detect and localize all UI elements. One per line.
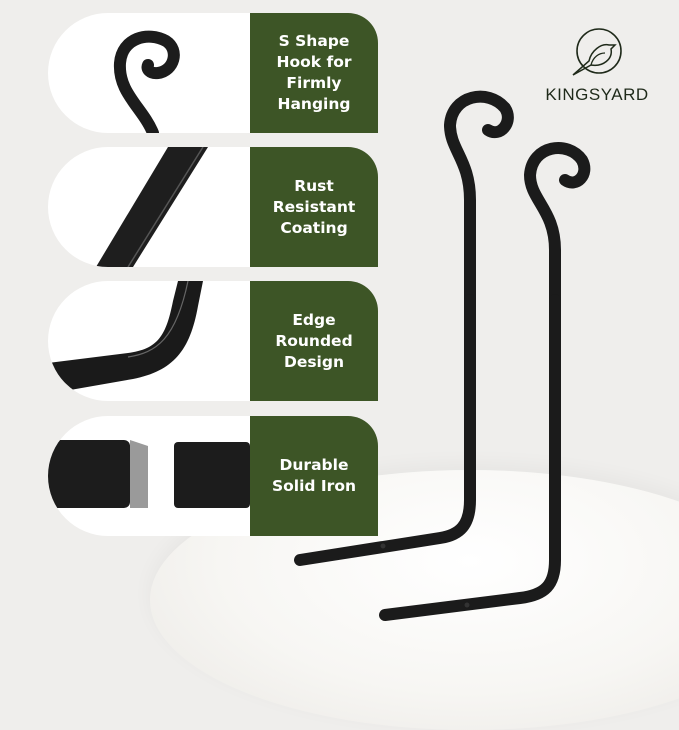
feature-text: S Shape Hook for Firmly Hanging xyxy=(276,32,352,113)
feature-text: Edge Rounded Design xyxy=(275,310,353,371)
feature-text: Rust Resistant Coating xyxy=(272,176,356,237)
feature-card-s-shape: S Shape Hook for Firmly Hanging xyxy=(48,13,378,133)
hook-back-icon xyxy=(294,90,514,566)
feature-card-rust-resistant: Rust Resistant Coating xyxy=(48,147,378,267)
feature-card-solid-iron: Durable Solid Iron xyxy=(48,416,378,536)
feature-photo-solid-iron xyxy=(48,416,250,536)
feature-photo-scroll-hook xyxy=(48,13,250,133)
feature-photo-coated-bar xyxy=(48,147,250,267)
feature-label-solid-iron: Durable Solid Iron xyxy=(250,416,378,536)
brand-name: KINGSYARD xyxy=(545,85,649,104)
product-hooks xyxy=(294,90,591,621)
feature-label-rust-resistant: Rust Resistant Coating xyxy=(250,147,378,267)
feature-card-edge-rounded: Edge Rounded Design xyxy=(48,281,378,401)
feature-photo-rounded-bend xyxy=(48,281,250,401)
feature-label-s-shape: S Shape Hook for Firmly Hanging xyxy=(250,13,378,133)
feature-label-edge-rounded: Edge Rounded Design xyxy=(250,281,378,401)
brand-logo: KINGSYARD xyxy=(527,25,667,105)
bird-in-circle-icon xyxy=(572,28,622,76)
scroll-hook-closeup-icon xyxy=(113,30,180,133)
solid-iron-cross-section-icon xyxy=(48,440,250,508)
feature-text: Durable Solid Iron xyxy=(271,456,357,495)
hook-front-icon xyxy=(379,142,591,621)
coated-bar-closeup-icon xyxy=(96,147,208,267)
rounded-bend-closeup-icon xyxy=(48,281,203,393)
